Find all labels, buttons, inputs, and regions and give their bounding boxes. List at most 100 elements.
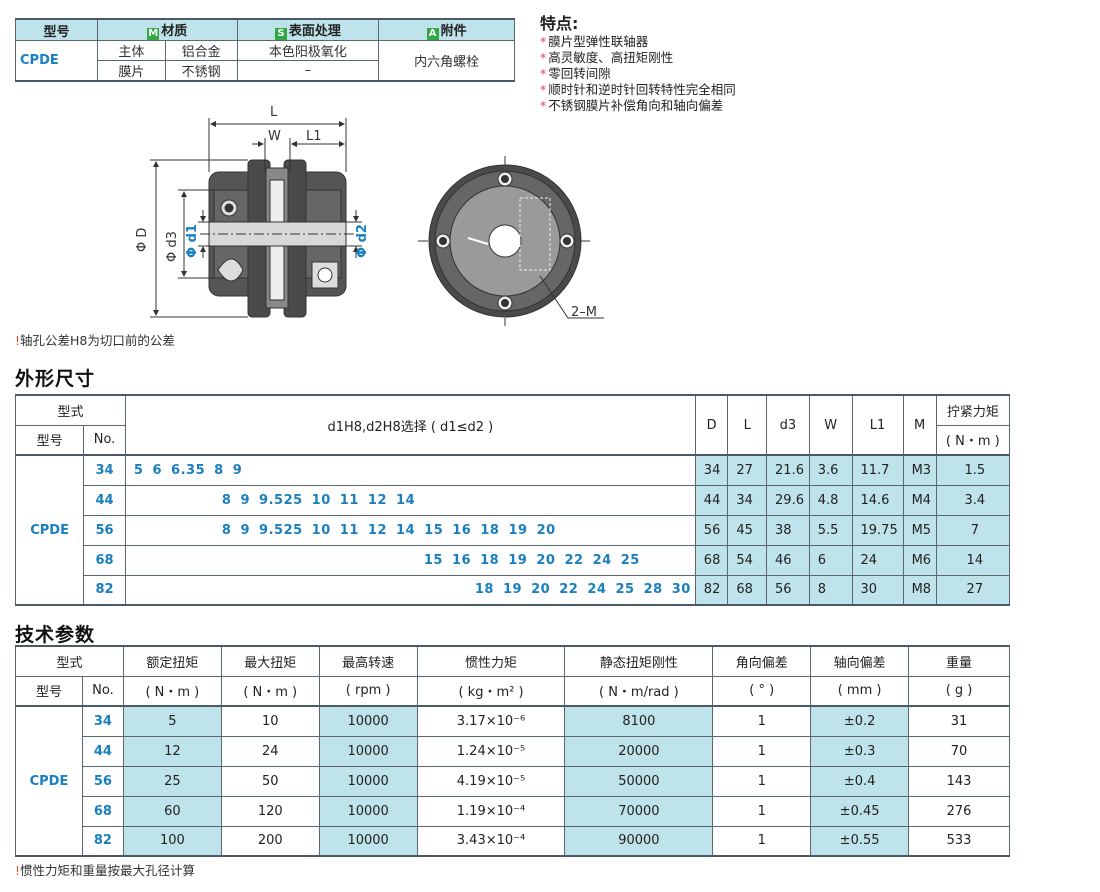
features-block: 特点: *膜片型弹性联轴器 *高灵敏度、高扭矩刚性 *零回转间隙 *顺时针和逆时… (540, 16, 736, 114)
bore-tolerance-note: !轴孔公差H8为切口前的公差 (15, 333, 175, 348)
feature-item: *高灵敏度、高扭矩刚性 (540, 50, 674, 65)
tech-axial: ±0.2 (810, 705, 910, 737)
tech-rated: 60 (122, 795, 222, 827)
dim-L1: 30 (851, 574, 904, 606)
asterisk-icon: * (540, 66, 547, 81)
inertia-weight-note: !惯性力矩和重量按最大孔径计算 (15, 863, 196, 878)
header-L1: L1 (851, 394, 904, 456)
header-no: No. (83, 424, 126, 456)
dim-W: 6 (808, 544, 853, 576)
tech-stiffness: 50000 (564, 765, 714, 797)
table-row: 82 100 200 10000 3.43×10⁻⁴ 90000 1 ±0.55… (16, 825, 1010, 857)
unit-angular: ( ° ) (712, 675, 812, 707)
feature-item: *不锈钢膜片补偿角向和轴向偏差 (540, 98, 724, 113)
tech-inertia: 3.17×10⁻⁶ (416, 705, 566, 737)
dim-d3: 21.6 (766, 454, 810, 486)
tech-angular: 1 (712, 705, 812, 737)
dim-no: 68 (83, 544, 126, 576)
technical-table: 型式 额定扭矩 最大扭矩 最高转速 惯性力矩 静态扭矩刚性 角向偏差 轴向偏差 … (15, 645, 1010, 857)
tech-max: 24 (220, 735, 320, 767)
dim-torque: 27 (935, 574, 1011, 606)
tech-axial: ±0.4 (810, 765, 910, 797)
material-model: CPDE (15, 40, 98, 82)
dimensions-header-row: 型号 No. ( N・m ) (14, 424, 1011, 456)
tech-stiffness: 20000 (564, 735, 714, 767)
header-angular: 角向偏差 (712, 645, 812, 677)
header-model: 型号 (15, 675, 83, 707)
dim-d-options: 18 19 20 22 24 25 28 30 (124, 574, 696, 606)
dim-no: 82 (83, 574, 126, 606)
material-accessory: 内六角螺栓 (378, 40, 515, 82)
dimensions-header-row: 型式 d1H8,d2H8选择 ( d1≤d2 ) D L d3 W L1 M 拧… (15, 394, 1011, 456)
tech-angular: 1 (712, 735, 812, 767)
dim-d3: 56 (766, 574, 810, 606)
header-torque: 拧紧力矩 (935, 394, 1011, 426)
dim-D: 44 (694, 484, 729, 516)
technical-title: 技术参数 (15, 624, 96, 646)
dim-torque: 3.4 (935, 484, 1011, 516)
table-row: 68 15 16 18 19 20 22 24 25 68 54 46 6 24… (16, 544, 1011, 576)
header-axial: 轴向偏差 (810, 645, 910, 677)
header-rated-torque: 额定扭矩 (122, 645, 222, 677)
dim-W: 4.8 (808, 484, 853, 516)
dim-no: 44 (83, 484, 126, 516)
dim-d3: 38 (766, 514, 810, 546)
dim-D: 82 (694, 574, 729, 606)
tech-inertia: 3.43×10⁻⁴ (416, 825, 566, 857)
tech-speed: 10000 (318, 735, 418, 767)
unit-axial: ( mm ) (810, 675, 910, 707)
tech-weight: 31 (908, 705, 1010, 737)
dim-M: M8 (902, 574, 937, 606)
label-m: 2–M (571, 305, 597, 320)
dim-L: 27 (727, 454, 768, 486)
dim-d-options: 8 9 9.525 10 11 12 14 15 16 18 19 20 (124, 514, 696, 546)
tech-stiffness: 8100 (564, 705, 714, 737)
header-max-speed: 最高转速 (318, 645, 418, 677)
unit-stiffness: ( N・m/rad ) (564, 675, 714, 707)
tech-model: CPDE (15, 705, 83, 857)
tech-weight: 533 (908, 825, 1010, 857)
material-part: 主体 (96, 40, 166, 61)
tech-axial: ±0.3 (810, 735, 910, 767)
table-row: 44 12 24 10000 1.24×10⁻⁵ 20000 1 ±0.3 70 (16, 735, 1010, 767)
unit-rated-torque: ( N・m ) (122, 675, 222, 707)
header-torque-unit: ( N・m ) (935, 424, 1011, 456)
material-header-model: 型号 (15, 18, 98, 41)
front-view (418, 156, 604, 326)
tech-inertia: 4.19×10⁻⁵ (416, 765, 566, 797)
tech-stiffness: 70000 (564, 795, 714, 827)
header-type-group: 型式 (15, 394, 126, 426)
label-d1: Φ d1 (185, 224, 200, 258)
dim-L1: 19.75 (851, 514, 904, 546)
dim-no: 56 (83, 514, 126, 546)
material-row: 膜片 不锈钢 – (15, 60, 515, 82)
dim-M: M5 (902, 514, 937, 546)
table-row: 56 8 9 9.525 10 11 12 14 15 16 18 19 20 … (16, 514, 1011, 546)
dim-L: 45 (727, 514, 768, 546)
unit-weight: ( g ) (908, 675, 1010, 707)
header-L: L (727, 394, 768, 456)
tech-max: 200 (220, 825, 320, 857)
tech-max: 10 (220, 705, 320, 737)
tech-max: 120 (220, 795, 320, 827)
dim-model: CPDE (14, 454, 85, 606)
asterisk-icon: * (540, 34, 547, 49)
tech-no: 82 (81, 825, 124, 857)
header-d3: d3 (766, 394, 810, 456)
dim-D: 56 (694, 514, 729, 546)
dim-D: 68 (694, 544, 729, 576)
tech-rated: 12 (122, 735, 222, 767)
tech-no: 56 (81, 765, 124, 797)
tech-rated: 5 (122, 705, 222, 737)
dim-L: 34 (727, 484, 768, 516)
unit-max-speed: ( rpm ) (318, 675, 418, 707)
material-part: 膜片 (96, 60, 166, 82)
tech-speed: 10000 (318, 825, 418, 857)
features-title: 特点: (540, 14, 579, 33)
dim-L1: 24 (851, 544, 904, 576)
s-tag-icon: S (274, 28, 287, 40)
technical-header-row: 型号 No. ( N・m ) ( N・m ) ( rpm ) ( kg・m² )… (15, 675, 1010, 707)
feature-item: *顺时针和逆时针回转特性完全相同 (540, 82, 736, 97)
dim-M: M6 (902, 544, 937, 576)
table-row: 68 60 120 10000 1.19×10⁻⁴ 70000 1 ±0.45 … (16, 795, 1010, 827)
